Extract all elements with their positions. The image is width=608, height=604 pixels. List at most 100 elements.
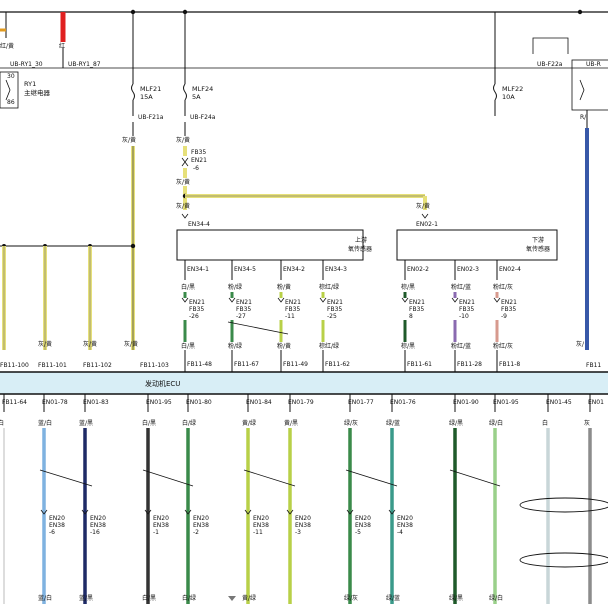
splice-label: EN21 [501, 299, 517, 306]
ecu-bottom-pin-label: EN01 [588, 399, 604, 406]
ry1-87-label: UB-RY1_87 [68, 61, 101, 68]
left-fb-2: FB11-102 [83, 362, 112, 369]
splice-label: EN38 [49, 522, 65, 529]
splice-label: FB35 [236, 306, 251, 313]
ecu-bar [0, 372, 608, 394]
right-partial-top-color: R/ [580, 114, 587, 121]
upstream-o2-sensor-box [176, 229, 364, 261]
splice-label: -3 [295, 529, 301, 536]
splice-label: -11 [285, 313, 295, 320]
ecu-bottom-pin-label: FB11-64 [2, 399, 27, 406]
ecu-bottom-pin-label: EN01-79 [288, 399, 314, 406]
twist-line [142, 469, 194, 487]
ecu-pin-label: FB11-49 [283, 361, 308, 368]
left-fb-1: FB11-101 [38, 362, 67, 369]
splice-label: EN38 [153, 522, 169, 529]
connector-arrow-icon [388, 509, 396, 515]
right-partial-bottom-color: 灰/ [576, 340, 585, 348]
bottom-pin-color-top: 白 [0, 419, 4, 427]
splice-label: EN38 [397, 522, 413, 529]
ecu-pin-label: FB11-61 [407, 361, 432, 368]
twist-line [449, 469, 501, 487]
downstream-sensor-title2: 氧传感器 [526, 245, 550, 253]
bottom-pin-color-bottom: 蓝/黑 [79, 594, 93, 602]
splice-label: EN21 [327, 299, 343, 306]
downstream-o2-sensor-box [396, 229, 558, 261]
branch-color-left: 灰/黄 [176, 202, 190, 210]
sensor-pin-color: 粉红/蓝 [451, 283, 471, 291]
sensor-pin-label: EN34-2 [283, 266, 305, 273]
twist-line [39, 469, 93, 487]
sensor-pin-bottom-color: 白/黑 [181, 342, 195, 350]
ecu-bottom-pin-label: EN01-80 [186, 399, 212, 406]
bottom-pin-color-top: 灰 [584, 419, 590, 427]
right-partial-fb: FB11 [586, 362, 601, 369]
splice-label: EN20 [193, 515, 209, 522]
splice-label: -4 [397, 529, 403, 536]
connector-arrow-icon [81, 509, 89, 515]
relay-name: 主继电器 [24, 88, 51, 97]
connector-arrow-icon [451, 297, 459, 303]
ecu-pin-label: FB11-8 [499, 361, 520, 368]
sensor-pin-color: 粉红/灰 [493, 283, 513, 291]
bottom-pin-color-top: 蓝/白 [38, 419, 52, 427]
bottom-pin-color-bottom: 白/黑 [142, 594, 156, 602]
bottom-pin-color-top: 蓝/黑 [79, 419, 93, 427]
sensor-pin-label: EN34-5 [234, 266, 256, 273]
scroll-down-icon[interactable] [228, 596, 236, 601]
twist-line [227, 321, 289, 335]
sensor-pin-bottom-color: 粉红/蓝 [451, 342, 471, 350]
splice-label: EN38 [295, 522, 311, 529]
splice-label: FB35 [189, 306, 204, 313]
bottom-pin-color-top: 黄/绿 [242, 419, 256, 427]
splice-label: EN20 [253, 515, 269, 522]
ecu-label: 发动机ECU [145, 379, 180, 388]
connector-arrow-icon [184, 509, 192, 515]
sensor-pin-bottom-color: 粉/绿 [228, 342, 242, 350]
splice-label: -1 [153, 529, 159, 536]
splice-label: EN21 [236, 299, 252, 306]
splice-label: FB35 [285, 306, 300, 313]
bottom-pin-color-top: 白 [542, 419, 548, 427]
splice-label: EN21 [459, 299, 475, 306]
bottom-pin-color-bottom: 绿/白 [489, 594, 503, 602]
splice-label: FB35 [501, 306, 516, 313]
upstream-sensor-title2: 氧传感器 [348, 245, 372, 253]
fuse-mlf22-name: MLF22 [502, 85, 523, 93]
splice-label: EN20 [153, 515, 169, 522]
ecu-bottom-pin-label: EN01-78 [42, 399, 68, 406]
splice-label: -9 [501, 313, 507, 320]
sensor-pin-bottom-color: 棕/黑 [401, 342, 415, 350]
mlf24-pin: -6 [193, 165, 199, 172]
ecu-pin-label: FB11-62 [325, 361, 350, 368]
splice-label: FB35 [459, 306, 474, 313]
splice-label: -6 [49, 529, 55, 536]
relay-pin-30: 30 [7, 73, 15, 80]
sensor-pin-color: 棕/黑 [401, 283, 415, 291]
f22a-label: UB-F22a [537, 61, 563, 68]
sensor-pin-label: EN02-2 [407, 266, 429, 273]
bottom-pin-color-bottom: 蓝/白 [38, 594, 52, 602]
fuse-mlf21-out: UB-F21a [138, 114, 164, 121]
bottom-pin-color-top: 绿/灰 [344, 419, 358, 427]
bottom-pin-color-bottom: 黄/绿 [242, 594, 256, 602]
connector-arrow-icon [319, 297, 327, 303]
splice-label: EN20 [295, 515, 311, 522]
splice-label: EN38 [90, 522, 106, 529]
mlf24-lower-color: 灰/黄 [176, 178, 190, 186]
sensor-pin-label: EN34-3 [325, 266, 347, 273]
splice-label: EN21 [409, 299, 425, 306]
red-wire-color: 红 [59, 42, 65, 50]
left-fb-0: FB11-100 [0, 362, 29, 369]
connector-arrow-icon [228, 297, 236, 303]
sensor-pin-color: 粉/黄 [277, 283, 291, 291]
left-wire-color-1: 灰/黄 [38, 340, 52, 348]
shield-oval-bottom [519, 552, 608, 568]
splice-label: -16 [90, 529, 100, 536]
splice-label: EN20 [355, 515, 371, 522]
splice-label: 8 [409, 313, 413, 320]
relay-pin-86: 86 [7, 99, 15, 106]
fuse-mlf22-rating: 10A [502, 93, 515, 101]
splice-label: -26 [189, 313, 199, 320]
